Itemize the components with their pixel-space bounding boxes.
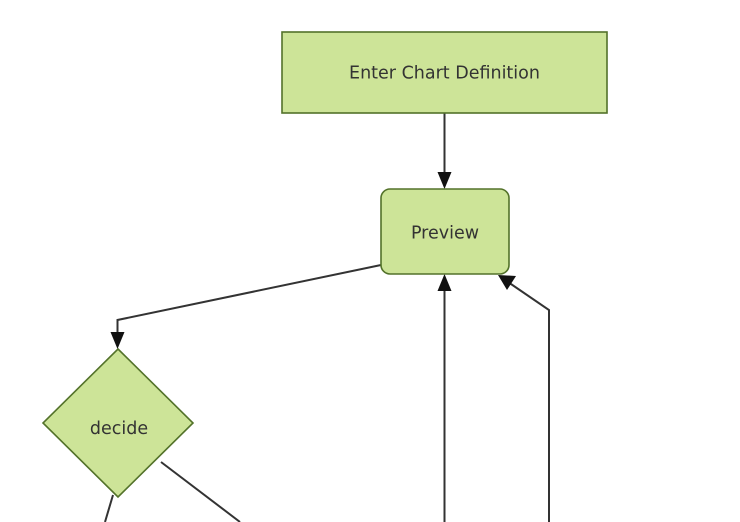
node-enter-chart-definition[interactable]: Enter Chart Definition bbox=[281, 31, 608, 114]
arrow-head-icon bbox=[498, 275, 516, 290]
edge-preview-to-decide[interactable] bbox=[110, 264, 382, 349]
node-preview[interactable]: Preview bbox=[380, 188, 510, 275]
arrow-head-icon bbox=[437, 172, 452, 189]
edge-decide-right-out-line bbox=[160, 461, 241, 522]
arrow-head-icon bbox=[110, 332, 125, 349]
node-preview-label: Preview bbox=[411, 224, 479, 244]
edge-bottom-center-to-preview[interactable] bbox=[437, 274, 452, 522]
edge-bottom-right-to-preview-line bbox=[507, 281, 550, 522]
node-layer: Enter Chart Definition Preview decide bbox=[41, 31, 608, 499]
edge-enter-to-preview[interactable] bbox=[437, 113, 452, 189]
node-enter-chart-definition-shape bbox=[281, 31, 608, 114]
edge-bottom-right-to-preview[interactable] bbox=[498, 275, 550, 522]
node-decide[interactable]: decide bbox=[41, 347, 195, 499]
node-preview-shape bbox=[380, 188, 510, 275]
arrow-head-icon bbox=[437, 274, 452, 291]
node-decide-shape bbox=[41, 347, 195, 499]
edge-decide-left-out-line bbox=[104, 494, 114, 522]
edge-decide-right-out[interactable] bbox=[160, 461, 241, 522]
edge-decide-left-out[interactable] bbox=[104, 494, 114, 522]
edge-layer bbox=[104, 113, 550, 522]
node-enter-chart-definition-label: Enter Chart Definition bbox=[349, 64, 540, 84]
edge-preview-to-decide-line bbox=[116, 264, 382, 338]
node-decide-label: decide bbox=[90, 419, 148, 439]
